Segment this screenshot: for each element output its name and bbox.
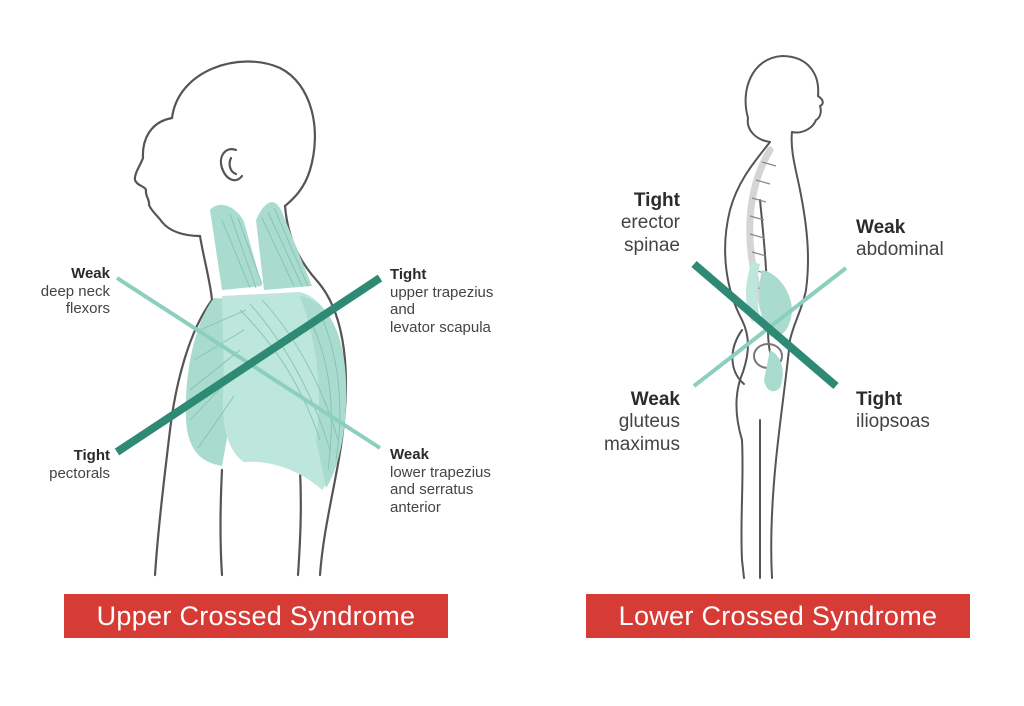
- label-muscle: erector spinae: [620, 212, 680, 256]
- label-status: Tight: [633, 190, 680, 211]
- label-muscle: iliopsoas: [856, 411, 930, 433]
- label-tight-upper-trapezius: Tight upper trapezius and levator scapul…: [390, 266, 550, 337]
- label-weak-deep-neck-flexors: Weak deep neck flexors: [14, 265, 110, 318]
- label-muscle: pectorals: [49, 464, 110, 482]
- label-tight-erector-spinae: Tight erector spinae: [580, 190, 680, 257]
- upper-muscles: [185, 202, 347, 490]
- label-muscle: upper trapezius and levator scapula: [390, 283, 494, 337]
- label-status: Tight: [856, 389, 903, 410]
- upper-crossed-syndrome-banner: Upper Crossed Syndrome: [64, 594, 448, 638]
- label-tight-pectorals: Tight pectorals: [14, 447, 110, 482]
- upper-tight-line: [114, 274, 383, 456]
- lower-crossed-syndrome-banner: Lower Crossed Syndrome: [586, 594, 970, 638]
- label-tight-iliopsoas: Tight iliopsoas: [856, 389, 1006, 434]
- lower-muscles: [746, 262, 792, 392]
- lower-tight-line: [691, 260, 839, 390]
- label-weak-abdominal: Weak abdominal: [856, 217, 1006, 262]
- label-weak-gluteus-maximus: Weak gluteus maximus: [570, 389, 680, 456]
- label-muscle: abdominal: [856, 239, 944, 261]
- label-status: Weak: [856, 217, 906, 238]
- label-weak-lower-trapezius: Weak lower trapezius and serratus anteri…: [390, 446, 550, 517]
- label-muscle: gluteus maximus: [603, 411, 680, 455]
- label-muscle: lower trapezius and serratus anterior: [390, 463, 491, 517]
- label-muscle: deep neck flexors: [40, 282, 110, 318]
- label-status: Weak: [71, 265, 110, 282]
- label-status: Weak: [390, 446, 429, 463]
- label-status: Tight: [390, 266, 427, 283]
- label-status: Weak: [630, 389, 680, 410]
- label-status: Tight: [73, 447, 110, 464]
